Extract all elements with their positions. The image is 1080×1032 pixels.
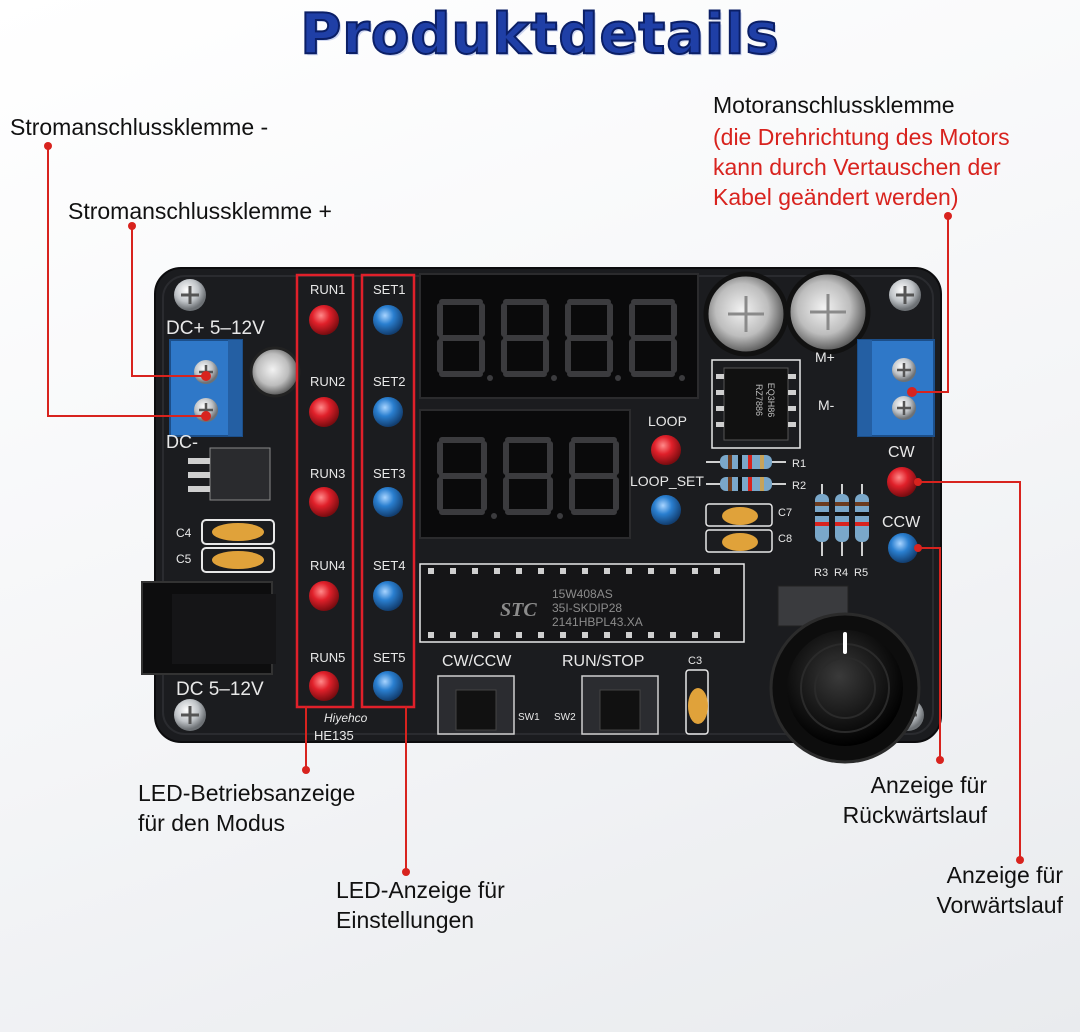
set4-label: SET4 <box>373 558 406 573</box>
r4-label: R4 <box>834 567 848 579</box>
screw-icon <box>174 699 206 731</box>
sw1-label: SW1 <box>518 712 540 723</box>
dc-jack-label: DC 5–12V <box>176 679 264 700</box>
ceramic-capacitor <box>688 688 708 724</box>
set2-led <box>373 397 403 427</box>
run-led-column <box>295 273 355 709</box>
resistor <box>855 484 869 556</box>
ceramic-capacitor <box>722 507 758 525</box>
label-reverse-1: Anzeige für <box>870 772 987 798</box>
run4-label: RUN4 <box>310 558 345 573</box>
set-led-column <box>360 273 416 709</box>
loop-label: LOOP <box>648 413 687 429</box>
r1-label: R1 <box>792 458 806 470</box>
capacitor <box>249 346 301 398</box>
callout-lines <box>47 146 1021 872</box>
resistor <box>815 484 829 556</box>
motor-plus-label: M+ <box>815 349 835 365</box>
run2-label: RUN2 <box>310 374 345 389</box>
r5-label: R5 <box>854 567 868 579</box>
loop-led <box>651 435 681 465</box>
screw-icon <box>174 279 206 311</box>
sw2-label: SW2 <box>554 712 576 723</box>
run5-led <box>309 671 339 701</box>
c4-label: C4 <box>176 526 192 540</box>
set3-led <box>373 487 403 517</box>
label-set-led-1: LED-Anzeige für <box>336 877 505 903</box>
dc-minus-label: DC- <box>166 432 198 452</box>
run-stop-button-label: RUN/STOP <box>562 653 644 670</box>
ceramic-capacitor <box>212 523 264 541</box>
r2-label: R2 <box>792 480 806 492</box>
r3-label: R3 <box>814 567 828 579</box>
resistor <box>706 455 786 469</box>
label-motor-note-1: (die Drehrichtung des Motors <box>713 124 1010 150</box>
run1-label: RUN1 <box>310 282 345 297</box>
set1-label: SET1 <box>373 282 406 297</box>
label-reverse-2: Rückwärtslauf <box>842 802 987 828</box>
loop-set-label: LOOP_SET <box>630 473 704 489</box>
model-label: HE135 <box>314 728 354 743</box>
label-power-plus: Stromanschlussklemme + <box>68 198 332 224</box>
run1-led <box>309 305 339 335</box>
chip-brand: STC <box>500 599 537 621</box>
cw-label: CW <box>888 444 916 461</box>
c8-label: C8 <box>778 533 792 545</box>
set5-label: SET5 <box>373 650 406 665</box>
resistor <box>706 477 786 491</box>
label-forward-2: Vorwärtslauf <box>936 892 1063 918</box>
label-forward-1: Anzeige für <box>946 862 1063 888</box>
ic-text-2: EQ3H86 <box>766 383 776 418</box>
page-title: Produktdetails <box>299 1 780 68</box>
chip-text-2: 35I-SKDIP28 <box>552 601 622 615</box>
set1-led <box>373 305 403 335</box>
c7-label: C7 <box>778 507 792 519</box>
microcontroller-chip <box>419 563 745 643</box>
dc-plus-label: DC+ 5–12V <box>166 318 265 339</box>
set4-led <box>373 581 403 611</box>
label-power-minus: Stromanschlussklemme - <box>10 114 269 140</box>
chip-text-1: 15W408AS <box>552 587 613 601</box>
run3-led <box>309 487 339 517</box>
c5-label: C5 <box>176 552 192 566</box>
ccw-label: CCW <box>882 514 921 531</box>
label-set-led-2: Einstellungen <box>336 907 475 933</box>
motor-minus-label: M- <box>818 397 835 413</box>
cw-led <box>887 467 917 497</box>
seven-segment-display-4digit <box>419 273 699 399</box>
run5-label: RUN5 <box>310 650 345 665</box>
cw-ccw-button-label: CW/CCW <box>442 653 512 670</box>
run2-led <box>309 397 339 427</box>
screw-icon <box>889 279 921 311</box>
ceramic-capacitor <box>722 533 758 551</box>
ic-text-1: RZ7886 <box>754 384 764 416</box>
label-mode-led-1: LED-Betriebsanzeige <box>138 780 356 806</box>
resistor <box>835 484 849 556</box>
brand-label: Hiyehco <box>324 711 368 725</box>
c3-label: C3 <box>688 655 702 667</box>
label-motor-note-3: Kabel geändert werden) <box>713 184 959 210</box>
set3-label: SET3 <box>373 466 406 481</box>
loop-set-led <box>651 495 681 525</box>
driver-ic <box>723 367 789 441</box>
label-mode-led-2: für den Modus <box>138 810 286 836</box>
seven-segment-display-3digit <box>419 409 631 539</box>
ccw-led <box>888 533 918 563</box>
label-motor-terminal: Motoranschlussklemme <box>713 92 955 118</box>
ceramic-capacitor <box>212 551 264 569</box>
run4-led <box>309 581 339 611</box>
set5-led <box>373 671 403 701</box>
label-motor-note-2: kann durch Vertauschen der <box>713 154 1001 180</box>
chip-text-3: 2141HBPL43.XA <box>552 615 643 629</box>
run3-label: RUN3 <box>310 466 345 481</box>
set2-label: SET2 <box>373 374 406 389</box>
